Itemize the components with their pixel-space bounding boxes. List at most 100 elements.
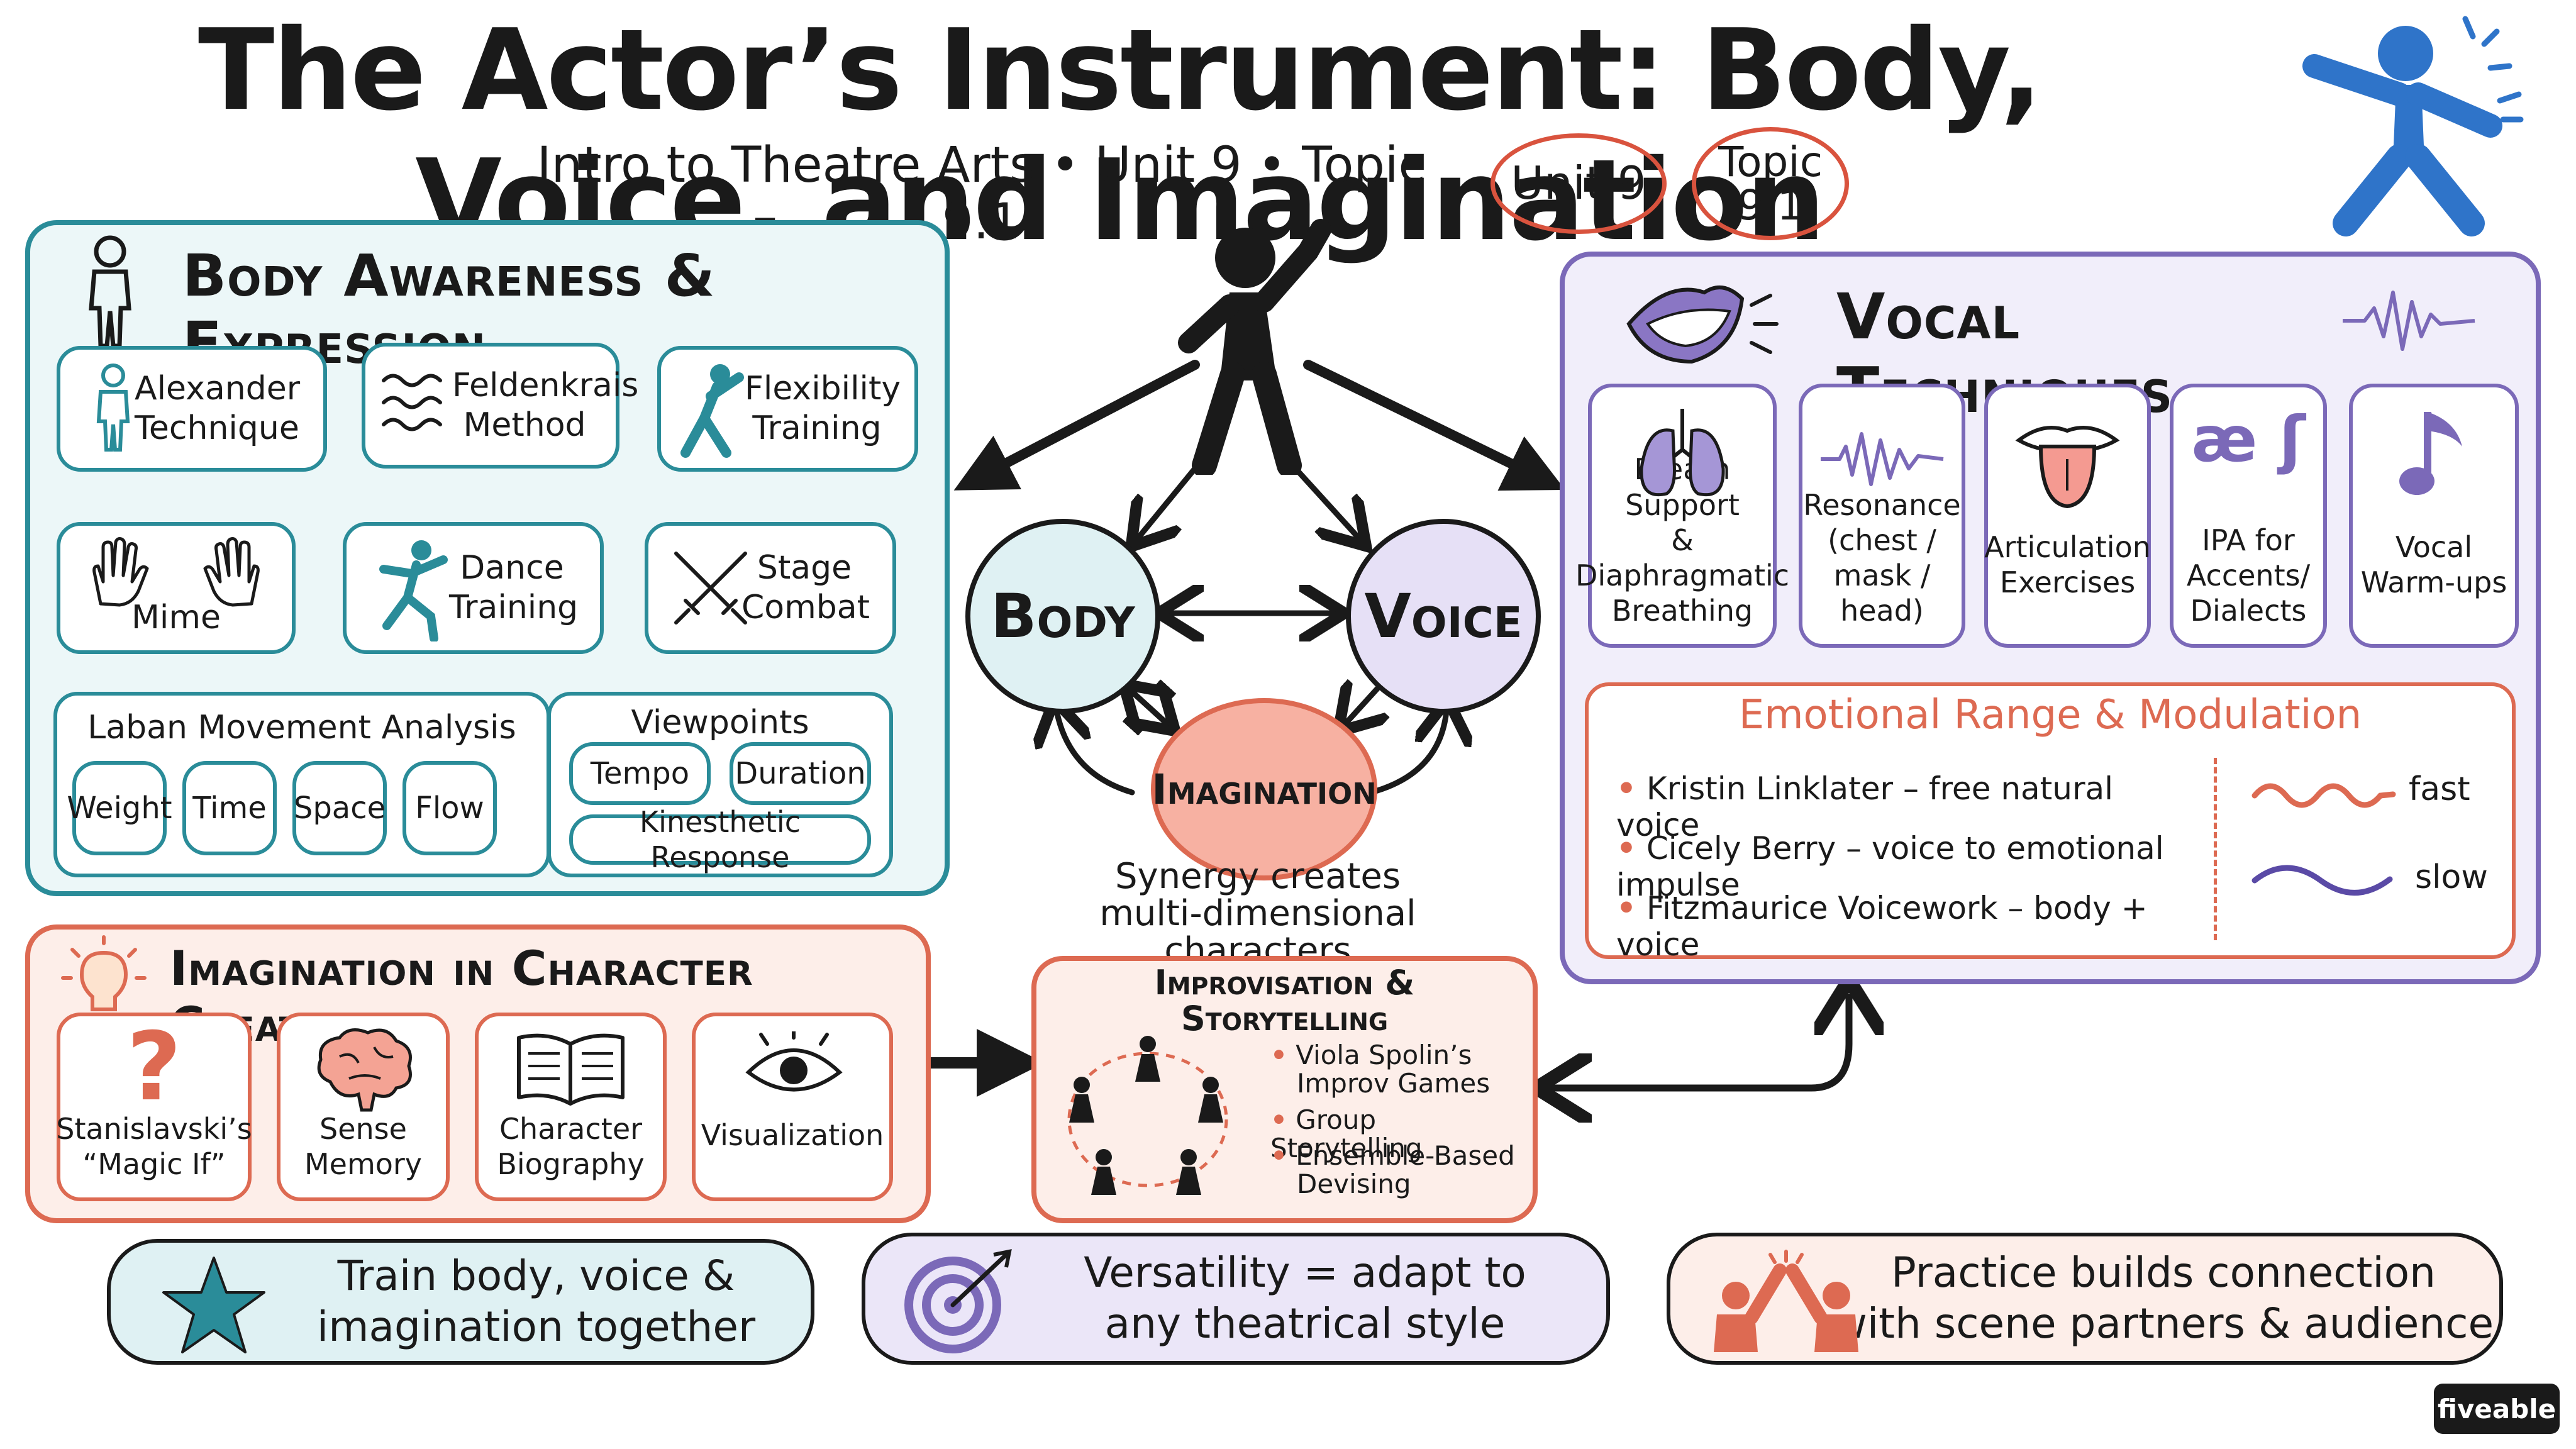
voice-circle: Voice bbox=[1346, 519, 1541, 714]
imagination-circle-label: Imagination bbox=[1152, 765, 1377, 814]
brain-icon bbox=[317, 1028, 412, 1112]
person-outline-icon bbox=[96, 364, 130, 452]
waves-icon bbox=[382, 374, 442, 431]
open-book-icon bbox=[517, 1033, 625, 1106]
improv-bullet-3-line-1: Ensemble-Based bbox=[1296, 1140, 1515, 1171]
viewpoints-kinesthetic-chip: Kinesthetic Response bbox=[569, 805, 871, 874]
laban-weight-chip: Weight bbox=[67, 761, 172, 855]
performer-figure-icon bbox=[2302, 16, 2524, 236]
emotional-range-title: Emotional Range & Modulation bbox=[1738, 692, 2362, 738]
stage-combat-label: Stage Combat bbox=[741, 548, 870, 626]
music-note-icon bbox=[2399, 412, 2462, 495]
ipa-line-2: Accents/ bbox=[2186, 558, 2311, 592]
target-icon bbox=[904, 1249, 1012, 1353]
articulation-line-2: Exercises bbox=[1999, 565, 2136, 599]
soundwave-icon bbox=[1821, 432, 1944, 486]
stage-combat-card: Stage Combat bbox=[645, 522, 896, 654]
emotional-bullet-1: • Kristin Linklater – free natural voice bbox=[1616, 770, 2114, 843]
topic-badge-label: Topic bbox=[1718, 137, 1823, 186]
feldenkrais-method-label: Feldenkrais Method bbox=[452, 366, 639, 444]
alexander-technique-label: Alexander Technique bbox=[135, 369, 301, 447]
character-biography-line-1: Character bbox=[499, 1111, 643, 1146]
emotional-bullet-3: • Fitzmaurice Voicework – body + voice bbox=[1616, 890, 2148, 963]
improv-bullet-1-line-1: Viola Spolin’s bbox=[1296, 1040, 1472, 1070]
body-circle-label: Body bbox=[991, 581, 1135, 652]
laban-flow-chip: Flow bbox=[402, 761, 497, 855]
articulation-line-1: Articulation bbox=[1984, 530, 2151, 564]
swords-icon bbox=[674, 552, 747, 625]
improv-bullet-1: • Viola Spolin’s Improv Games bbox=[1270, 1040, 1491, 1099]
magic-if-card: Stanislavski’s“Magic If” bbox=[56, 1013, 252, 1201]
slow-wave-icon bbox=[2251, 865, 2393, 896]
viewpoints-tempo-label: Tempo bbox=[590, 755, 690, 791]
fast-wave-icon bbox=[2251, 783, 2396, 808]
mouth-tongue-icon bbox=[2015, 426, 2120, 509]
footer-train-line-1: Train body, voice & bbox=[337, 1252, 735, 1301]
laban-space-chip: Space bbox=[292, 761, 387, 855]
footer-versatility-line-1: Versatility = adapt to bbox=[1084, 1248, 1526, 1297]
sense-memory-line-1: Sense bbox=[319, 1111, 407, 1146]
resonance-line-3: head) bbox=[1840, 593, 1924, 628]
improv-bullet-1-line-2: Improv Games bbox=[1297, 1068, 1491, 1099]
viewpoints-kinesthetic-label: Kinesthetic Response bbox=[640, 804, 801, 874]
topic-badge: Topic 9.1 bbox=[1692, 127, 1849, 240]
improv-bullet-3: • Ensemble-Based Devising bbox=[1270, 1140, 1515, 1200]
viewpoints-tempo-chip: Tempo bbox=[569, 742, 711, 805]
unit-badge-label: Unit 9 bbox=[1511, 157, 1646, 210]
emotional-divider bbox=[2214, 758, 2217, 940]
improv-bullet-3-line-2: Devising bbox=[1297, 1169, 1411, 1200]
viewpoints-duration-label: Duration bbox=[735, 755, 866, 791]
footer-train-box: Train body, voice &imagination together bbox=[107, 1239, 814, 1365]
body-circle: Body bbox=[965, 519, 1160, 714]
viewpoints-title: Viewpoints bbox=[631, 704, 809, 741]
magic-if-line-2: “Magic If” bbox=[82, 1146, 226, 1181]
alexander-technique-card: Alexander Technique bbox=[57, 346, 327, 472]
footer-train-line-2: imagination together bbox=[316, 1302, 756, 1351]
dancer-icon bbox=[379, 540, 448, 641]
resonance-line-2: (chest / mask / bbox=[1828, 523, 1936, 592]
lungs-icon bbox=[1640, 409, 1725, 496]
sense-memory-line-2: Memory bbox=[304, 1146, 423, 1181]
footer-practice-line-2: with scene partners & audience bbox=[1833, 1299, 2494, 1348]
soundwave-icon bbox=[2343, 291, 2475, 351]
mouth-icon bbox=[1626, 286, 1779, 364]
laban-time-label: Time bbox=[192, 790, 267, 826]
mime-label: Mime bbox=[131, 598, 221, 636]
laban-title: Laban Movement Analysis bbox=[87, 709, 516, 747]
magic-if-line-1: Stanislavski’s bbox=[56, 1111, 252, 1146]
breath-support-line-2: & Diaphragmatic bbox=[1575, 523, 1790, 592]
vocal-warmups-line-1: Vocal bbox=[2395, 530, 2473, 564]
circle-of-people-icon bbox=[1067, 1036, 1228, 1195]
laban-time-chip: Time bbox=[182, 761, 277, 855]
brand-logo: fiveable bbox=[2434, 1384, 2560, 1434]
emotional-bullet-2: • Cicely Berry – voice to emotional impu… bbox=[1616, 830, 2164, 903]
person-outline-icon bbox=[89, 235, 131, 348]
brand-logo-text: fiveable bbox=[2437, 1393, 2557, 1424]
page-subtitle: Intro to Theatre Arts • Unit 9 • Topic 9… bbox=[536, 137, 1426, 250]
resonance-card: Resonance(chest / mask /head) bbox=[1799, 384, 1965, 648]
question-mark-icon: ? bbox=[126, 1013, 182, 1122]
laban-weight-label: Weight bbox=[67, 790, 172, 826]
ipa-line-3: Dialects bbox=[2190, 593, 2307, 628]
star-icon bbox=[162, 1257, 265, 1353]
flexibility-training-card: Flexibility Training bbox=[657, 346, 918, 472]
footer-practice-line-1: Practice builds connection bbox=[1891, 1248, 2436, 1297]
improv-title: Improvisation & Storytelling bbox=[1031, 965, 1538, 1036]
eye-icon bbox=[745, 1031, 843, 1092]
flexibility-training-label: Flexibility Training bbox=[745, 369, 901, 447]
emotional-bullet-3-text: Fitzmaurice Voicework – body + voice bbox=[1616, 890, 2148, 963]
ipa-line-1: IPA for bbox=[2202, 523, 2295, 557]
improv-storytelling-panel bbox=[1031, 956, 1538, 1223]
synergy-caption-line-1: Synergy creates bbox=[1114, 856, 1401, 897]
stretch-figure-icon bbox=[680, 364, 744, 458]
fast-label: fast bbox=[2409, 770, 2470, 808]
emotional-bullet-1-text: Kristin Linklater – free natural voice bbox=[1616, 770, 2114, 843]
dance-training-card: Dance Training bbox=[343, 522, 604, 654]
breath-support-line-3: Breathing bbox=[1611, 593, 1753, 628]
character-biography-line-2: Biography bbox=[497, 1146, 645, 1181]
voice-circle-label: Voice bbox=[1364, 581, 1523, 652]
footer-versatility-line-2: any theatrical style bbox=[1104, 1299, 1506, 1348]
imagination-circle: Imagination bbox=[1151, 698, 1377, 880]
